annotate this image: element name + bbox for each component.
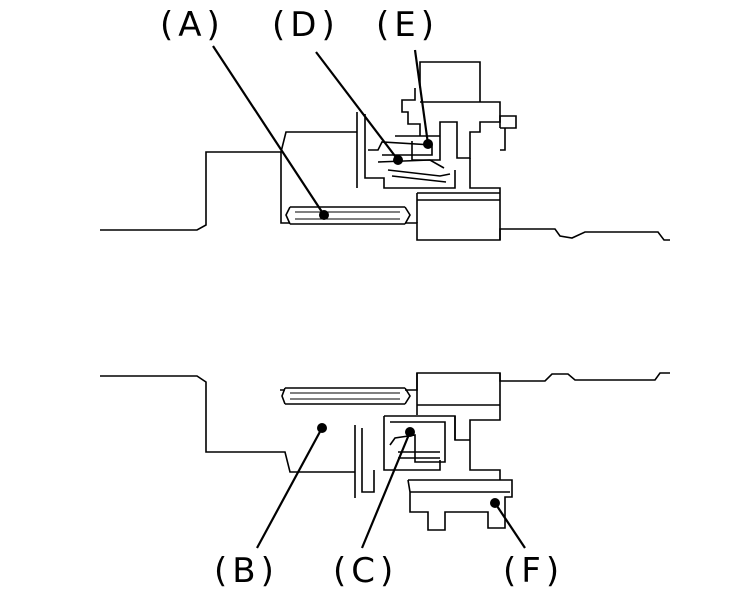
leader-c <box>360 431 412 549</box>
upper-housing-outline <box>100 131 670 241</box>
leader-f <box>494 502 526 549</box>
label-c: (C) <box>333 551 399 591</box>
lower-carrier-block <box>416 373 501 480</box>
label-d: (D) <box>272 5 340 45</box>
leader-b <box>256 427 323 549</box>
dot-a <box>319 210 329 220</box>
clutch-c <box>389 421 446 463</box>
leader-e <box>413 49 430 145</box>
shaft-a <box>285 206 411 225</box>
label-b: (B) <box>214 551 279 591</box>
lower-piston-housing <box>354 415 456 498</box>
label-f: (F) <box>503 551 565 591</box>
dot-e <box>423 139 433 149</box>
leader-d <box>315 51 399 161</box>
callout-dots <box>317 139 500 508</box>
leader-a <box>212 45 325 216</box>
upper-assembly <box>100 61 670 241</box>
label-a: (A) <box>160 5 225 45</box>
upper-piston-housing <box>356 112 456 189</box>
label-e: (E) <box>376 5 440 45</box>
lower-assembly <box>100 372 670 531</box>
spring-plate-d <box>368 141 451 183</box>
part-f <box>407 479 513 531</box>
leader-lines <box>212 45 526 549</box>
shaft-lower <box>281 387 411 405</box>
clutch-e <box>395 88 517 161</box>
dot-b <box>317 423 327 433</box>
dot-c <box>405 427 415 437</box>
dot-f <box>490 498 500 508</box>
upper-carrier-block <box>416 158 501 240</box>
dot-d <box>393 155 403 165</box>
